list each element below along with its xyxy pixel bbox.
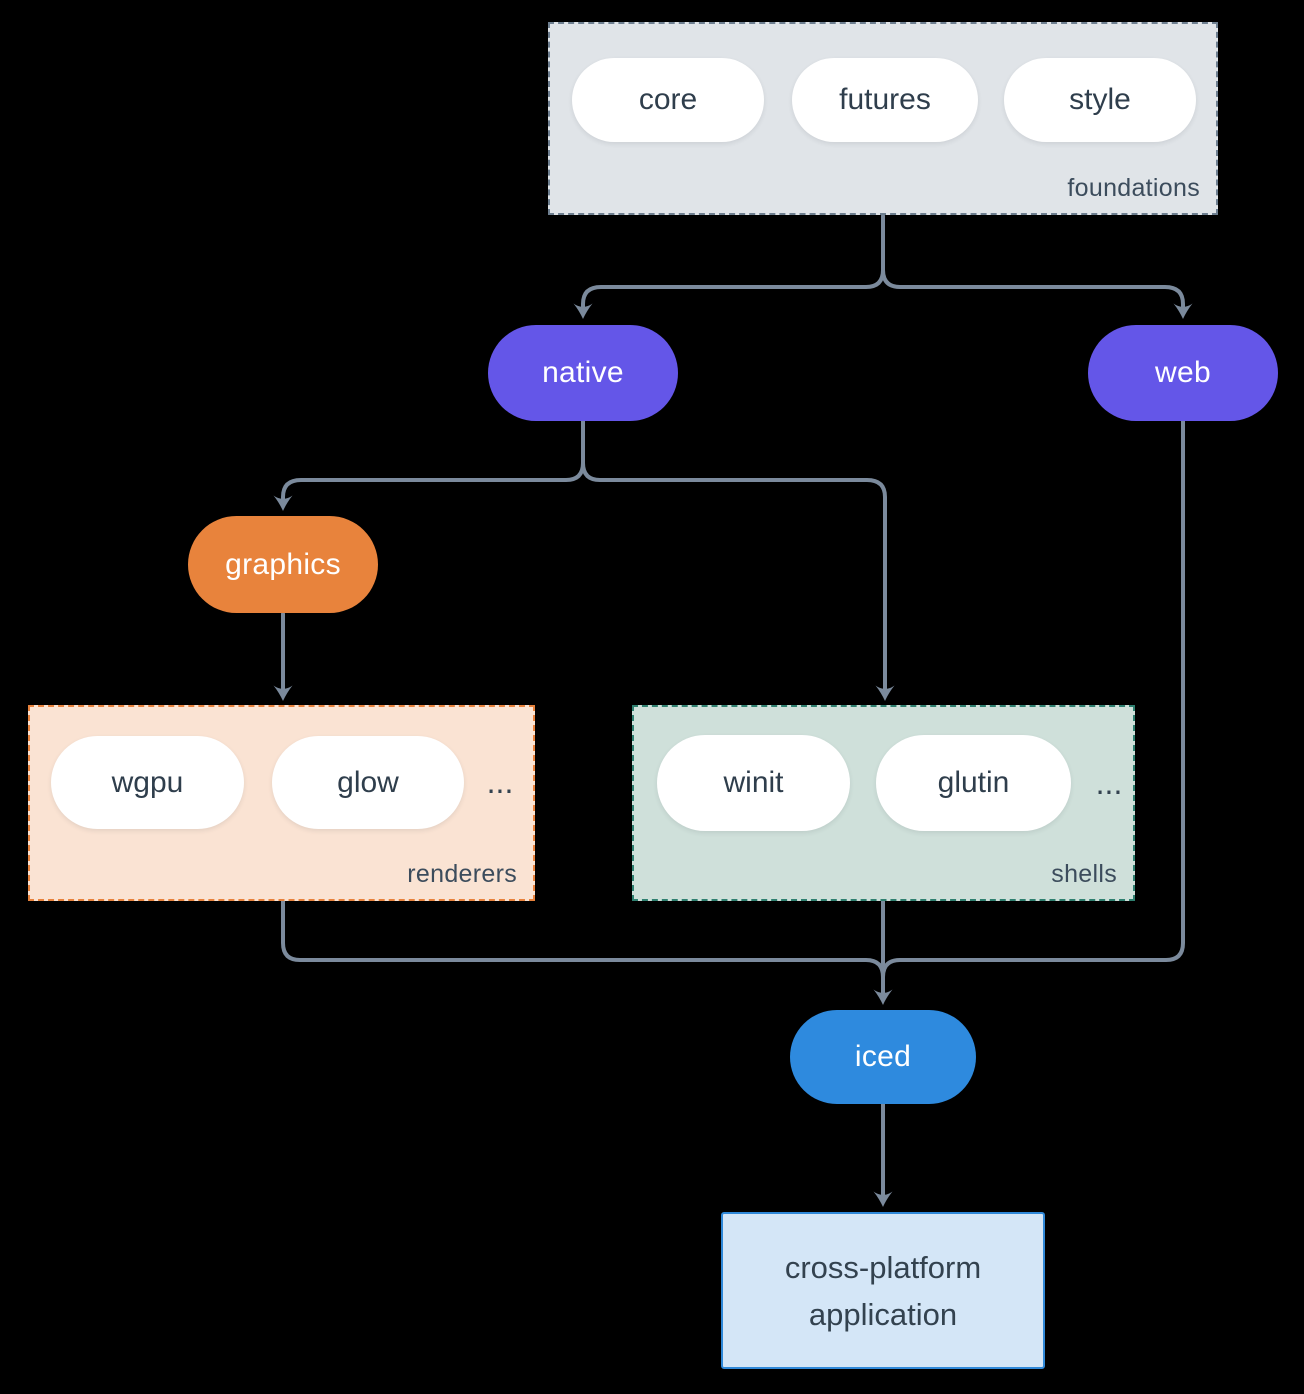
- group-shells-label: shells: [1051, 860, 1117, 888]
- shells-ellipsis: ...: [1095, 764, 1123, 801]
- group-renderers: wgpu glow ... renderers: [28, 705, 535, 901]
- arrowhead-graphics: [273, 495, 293, 511]
- edge-renderers-iced: [281, 899, 885, 979]
- pill-futures: futures: [792, 58, 978, 142]
- arrowhead-web: [1173, 303, 1193, 319]
- pill-core: core: [572, 58, 764, 142]
- node-native: native: [488, 325, 678, 421]
- node-iced: iced: [790, 1010, 976, 1104]
- edge-foundations-native: [581, 214, 885, 309]
- group-renderers-label: renderers: [407, 860, 517, 888]
- pill-winit: winit: [657, 735, 850, 831]
- node-application: cross-platform application: [721, 1212, 1045, 1369]
- group-foundations: core futures style foundations: [548, 22, 1218, 215]
- pill-glutin: glutin: [876, 735, 1071, 831]
- group-shells: winit glutin ... shells: [632, 705, 1135, 901]
- pill-glow: glow: [272, 736, 464, 829]
- pill-wgpu: wgpu: [51, 736, 244, 829]
- group-foundations-label: foundations: [1067, 174, 1200, 202]
- edge-foundations-web: [881, 268, 1185, 309]
- node-web: web: [1088, 325, 1278, 421]
- renderers-ellipsis: ...: [486, 764, 514, 800]
- edge-native-shells: [581, 461, 887, 691]
- pill-style: style: [1004, 58, 1196, 142]
- edge-native-graphics: [281, 419, 585, 501]
- node-graphics: graphics: [188, 516, 378, 613]
- arrowhead-shells: [875, 685, 895, 701]
- arrowhead-native: [573, 303, 593, 319]
- application-label-line2: application: [808, 1296, 958, 1332]
- arrowhead-renderers: [273, 685, 293, 701]
- application-label-line1: cross-platform: [784, 1249, 982, 1285]
- arrowhead-application: [873, 1191, 893, 1207]
- arrowhead-iced: [873, 989, 893, 1005]
